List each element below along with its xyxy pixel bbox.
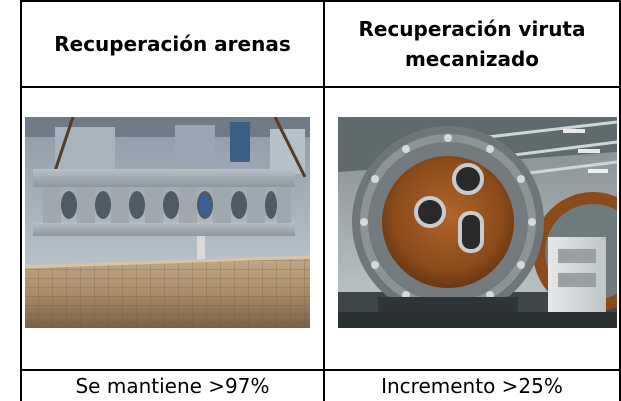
table-divider-header: [20, 86, 621, 88]
table-border-top: [20, 0, 621, 2]
table-divider-vertical: [323, 0, 325, 401]
header-chip-recovery: Recuperación viruta mecanizado: [325, 2, 619, 86]
table-divider-caption: [20, 369, 621, 371]
sand-recovery-value-text: Se mantiene >97%: [75, 374, 270, 398]
chip-recovery-value: Incremento >25%: [325, 371, 619, 401]
header-sand-recovery-text: Recuperación arenas: [54, 32, 291, 56]
machined-ring-part-photo: [338, 117, 617, 328]
chip-recovery-value-text: Incremento >25%: [381, 374, 563, 398]
table-border-right: [619, 0, 621, 401]
sand-recovery-value: Se mantiene >97%: [22, 371, 323, 401]
header-chip-recovery-text: Recuperación viruta mecanizado: [358, 17, 586, 71]
table-border-left: [20, 0, 22, 401]
casting-mold-on-sand-photo: [25, 117, 310, 328]
header-sand-recovery: Recuperación arenas: [22, 2, 323, 86]
